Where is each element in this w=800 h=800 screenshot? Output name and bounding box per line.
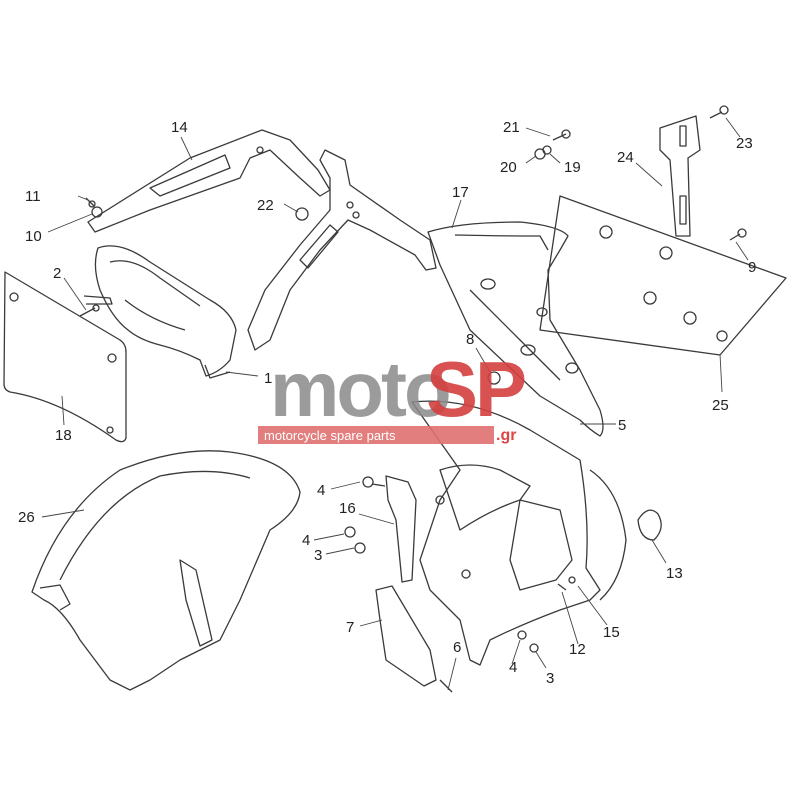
callout-11: 11 — [25, 188, 41, 205]
callout-16: 16 — [339, 500, 356, 517]
callout-10: 10 — [25, 228, 42, 245]
callout-4: 4 — [317, 482, 325, 499]
watermark-brand-right: SP — [426, 345, 525, 433]
leader-lines — [41, 117, 749, 691]
watermark-band — [258, 426, 494, 444]
callout-14: 14 — [171, 119, 188, 136]
callout-3: 3 — [546, 670, 554, 687]
callout-6: 6 — [453, 639, 461, 656]
watermark-brand-left: moto — [270, 345, 449, 433]
callout-7: 7 — [346, 619, 354, 636]
callout-25: 25 — [712, 397, 729, 414]
part-5-front-cover — [411, 400, 627, 666]
part-26-front-mudguard — [31, 450, 301, 691]
watermark: moto SP .gr motorcycle spare parts — [258, 345, 528, 444]
part-17-tail-fairing — [427, 221, 604, 437]
callout-17: 17 — [452, 184, 469, 201]
callout-3: 3 — [314, 547, 322, 564]
callout-2: 2 — [53, 265, 61, 282]
callout-15: 15 — [603, 624, 620, 641]
callout-26: 26 — [18, 509, 35, 526]
watermark-domain: .gr — [496, 427, 516, 444]
watermark-tagline: motorcycle spare parts — [264, 428, 396, 443]
callout-21: 21 — [503, 119, 520, 136]
callout-4: 4 — [302, 532, 310, 549]
part-14-bracket — [87, 129, 437, 351]
callout-22: 22 — [257, 197, 274, 214]
callout-18: 18 — [55, 427, 72, 444]
callout-labels: 1 2 3 3 4 4 4 5 6 7 8 9 10 11 12 13 14 1… — [18, 119, 756, 687]
callout-5: 5 — [618, 417, 626, 434]
part-18-plate — [3, 271, 127, 443]
callout-24: 24 — [617, 149, 634, 166]
callout-20: 20 — [500, 159, 517, 176]
callout-12: 12 — [569, 641, 586, 658]
callout-13: 13 — [666, 565, 683, 582]
callout-4: 4 — [509, 659, 517, 676]
callout-1: 1 — [264, 370, 272, 387]
part-1-inner-mudguard — [83, 245, 237, 379]
callout-9: 9 — [748, 259, 756, 276]
callout-8: 8 — [466, 331, 474, 348]
callout-23: 23 — [736, 135, 753, 152]
small-parts — [79, 105, 747, 693]
callout-19: 19 — [564, 159, 581, 176]
part-24-bracket — [659, 115, 701, 237]
